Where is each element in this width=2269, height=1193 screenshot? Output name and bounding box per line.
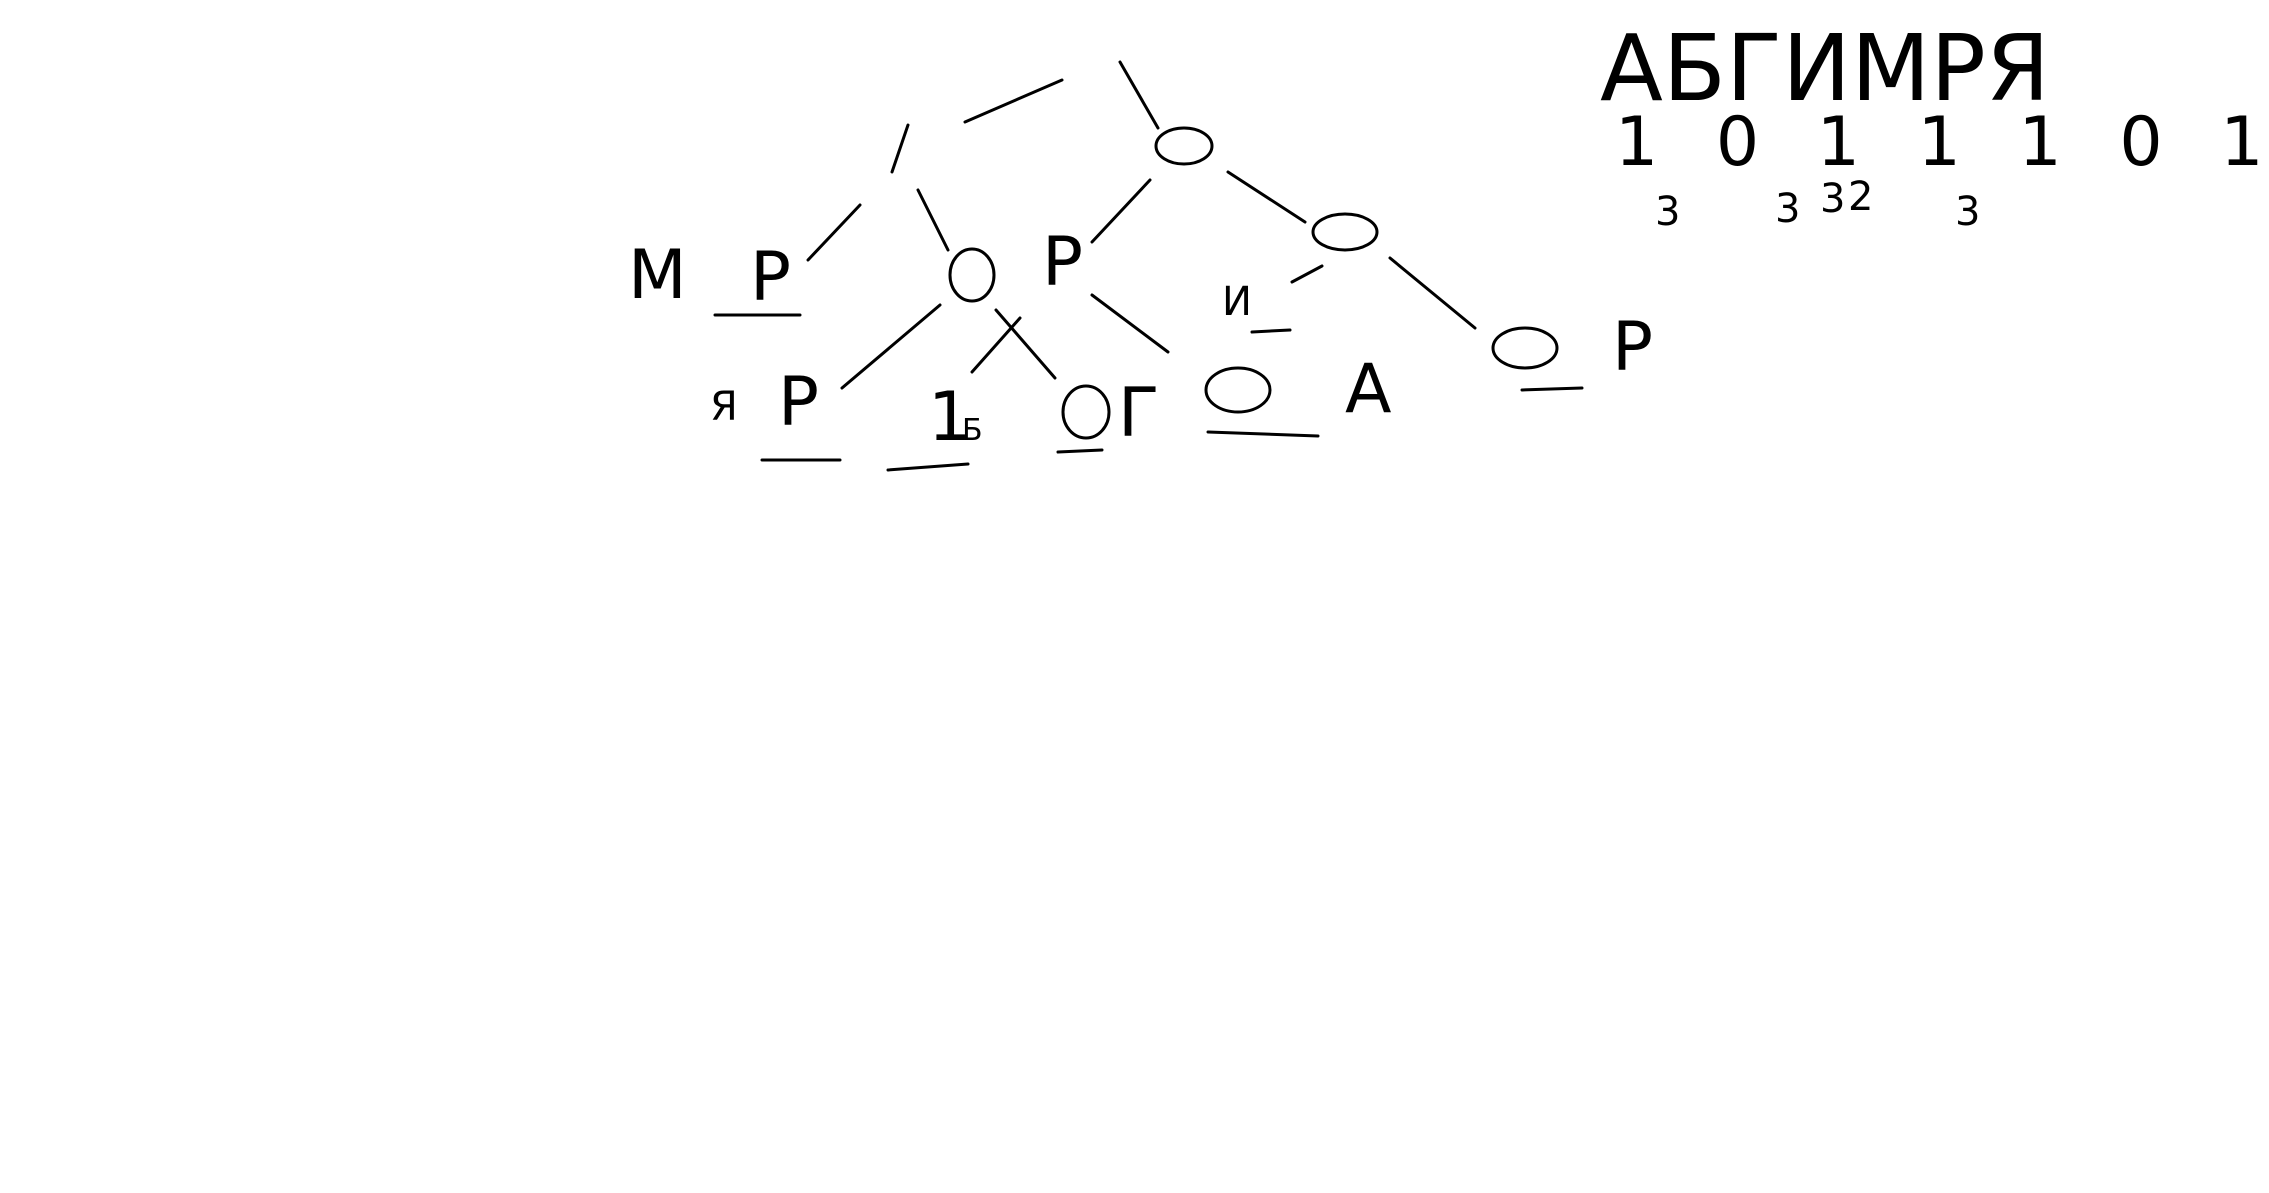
edge-top-right [1118,60,1160,130]
edge-to-r-top [806,203,862,262]
leaf-r-top: Р [750,238,791,317]
edge-root-left [1090,178,1152,244]
edge-mid-to-og [994,308,1057,380]
edge-root-right [1226,170,1307,224]
underline-o-right [1520,386,1584,392]
code-row: 1 0 1 1 1 0 1 [1615,103,2269,182]
alphabet-row: АБГИМРЯ [1600,15,2050,122]
edge-right-right [1388,256,1477,330]
edge-mid-to-ya [840,303,942,390]
node-o-i [1204,366,1272,414]
subscript-1: 3 [1655,189,1680,235]
edge-mid-to-1b [970,316,1022,374]
underline-o-i [1206,430,1320,438]
leaf-r-mid: Р [1042,223,1083,302]
node-root [1154,126,1214,166]
edge-to-mid-node [916,188,950,252]
leaf-b-small: Б [962,413,983,448]
leaf-a: А [1345,350,1392,429]
subscript-3: 3 [1820,176,1845,222]
leaf-r-low: Р [778,363,819,442]
node-o-right [1491,326,1559,370]
subscript-5: 3 [1955,189,1980,235]
leaf-i: И [1222,279,1252,325]
node-o-bottom [1061,384,1111,440]
node-right [1311,212,1379,252]
leaf-r-right: Р [1612,308,1653,387]
subscript-4: 2 [1848,174,1873,220]
node-mid [948,247,996,303]
leaf-ya: Я [710,384,738,430]
leaf-one: 1 [928,378,971,457]
leaf-g: Г [1118,374,1159,453]
edge-left-down [890,123,910,174]
edge-top-left [963,78,1064,124]
subscript-2: 3 [1775,186,1800,232]
leaf-m: М [628,236,687,315]
edge-right-left [1290,264,1324,284]
underline-og [1056,448,1104,454]
underline-i [1250,328,1292,334]
edge-to-o-leaf [1090,293,1170,354]
underline-1b [886,462,970,472]
